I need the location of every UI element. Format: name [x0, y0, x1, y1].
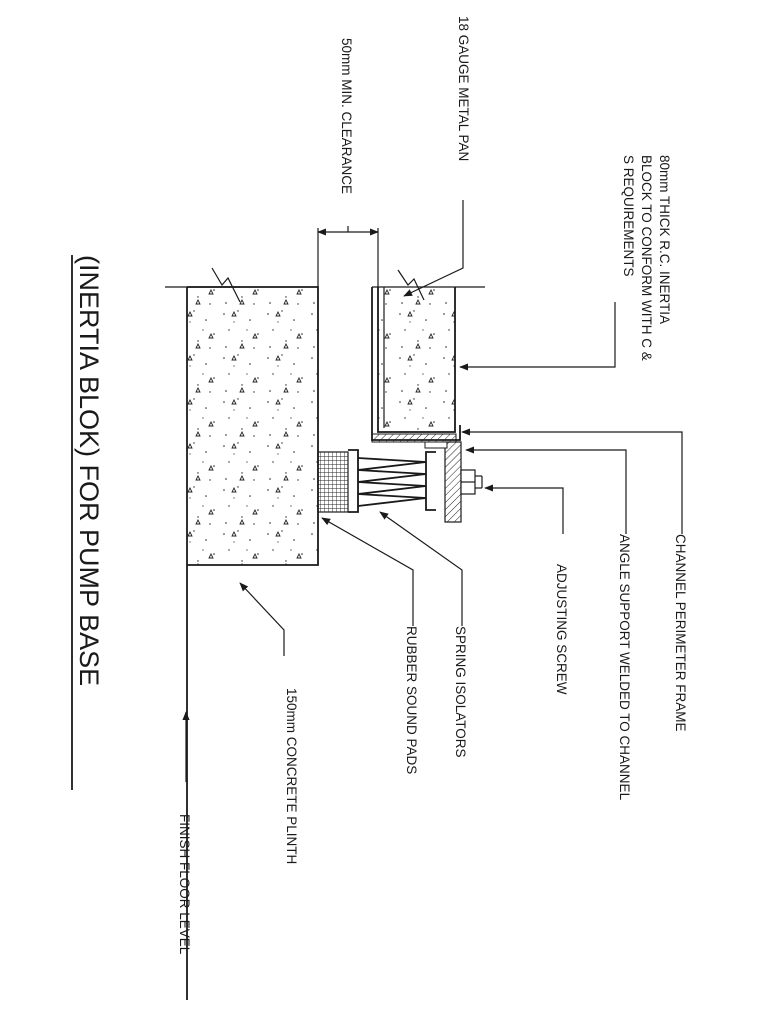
- label-inertia-block-line1: 80mm THICK R.C. INERTIA: [657, 155, 672, 324]
- label-channel-frame: CHANNEL PERIMETER FRAME: [673, 534, 688, 732]
- label-adjusting-screw: ADJUSTING SCREW: [554, 564, 569, 695]
- concrete-plinth: [165, 267, 319, 566]
- label-inertia-block-line3: S REQUIREMENTS: [621, 155, 636, 277]
- label-rubber-pads: RUBBER SOUND PADS: [404, 626, 419, 774]
- label-angle-support: ANGLE SUPPORT WELDED TO CHANNEL: [617, 534, 632, 801]
- label-clearance: 50mm MIN. CLEARANCE: [339, 38, 354, 194]
- spring-isolator: [348, 449, 436, 513]
- leader-lines: [182, 200, 683, 782]
- clearance-dimension: [317, 226, 379, 287]
- label-spring-isolators: SPRING ISOLATORS: [453, 626, 468, 758]
- adjusting-screw: [460, 469, 483, 495]
- drawing-title: (INERTIA BLOK) FOR PUMP BASE: [74, 255, 104, 686]
- rubber-sound-pad: [317, 451, 349, 513]
- inertia-block: [372, 269, 485, 433]
- label-concrete-plinth: 150mm CONCRETE PLINTH: [284, 688, 299, 864]
- label-finish-floor: FINISH FLOOR LEVEL: [177, 814, 192, 955]
- label-inertia-block-line2: BLOCK TO CONFORM WITH C &: [639, 155, 654, 361]
- label-metal-pan: 18 GAUGE METAL PAN: [456, 16, 471, 161]
- channel-perimeter-frame: [371, 287, 461, 443]
